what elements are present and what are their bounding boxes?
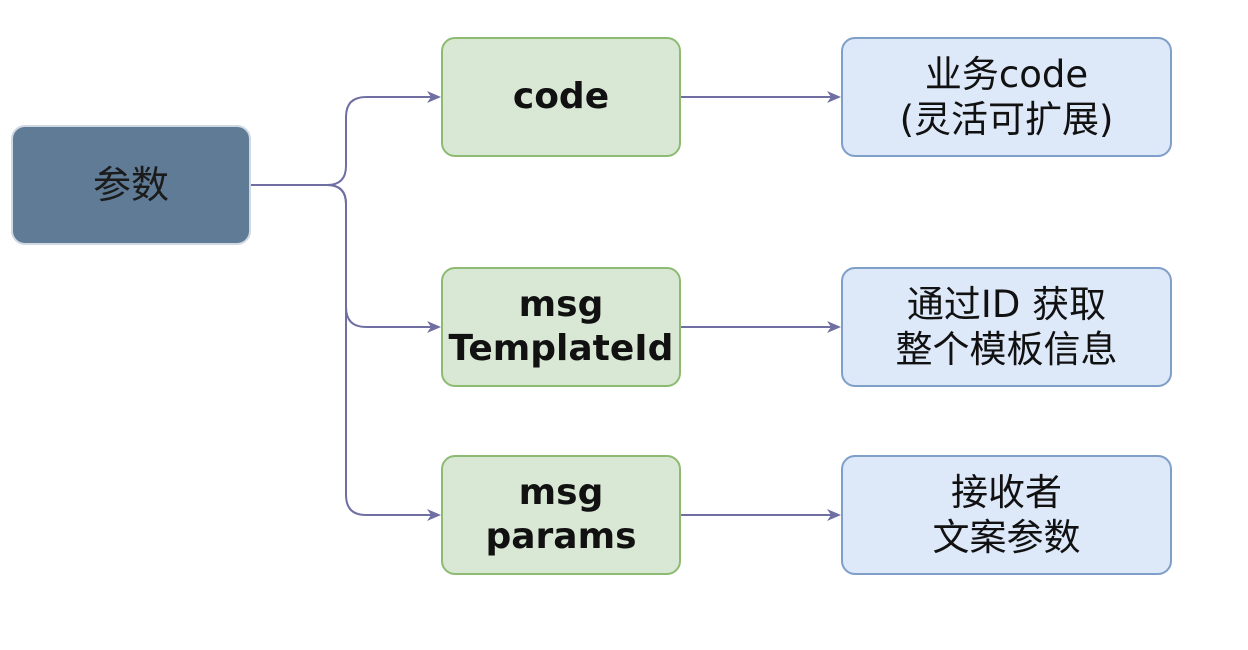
root-node-label: 参数 [92,162,169,207]
param-node-code: code [441,37,681,157]
connector-root-to-code [251,91,441,186]
desc-node-business-code-line-1: 业务code [924,52,1089,96]
root-node-params: 参数 [11,125,251,245]
desc-node-template-info: 通过ID 获取 整个模板信息 [841,267,1172,387]
desc-node-recipient-params-line-2: 文案参数 [932,516,1081,559]
desc-node-business-code: 业务code (灵活可扩展) [841,37,1172,157]
param-node-msg-params: msg params [441,455,681,575]
param-node-msg-templateid-line-1: msg [518,284,604,326]
desc-node-template-info-line-2: 整个模板信息 [895,328,1118,371]
desc-node-business-code-line-2: (灵活可扩展) [899,98,1114,141]
desc-node-recipient-params: 接收者 文案参数 [841,455,1172,575]
param-node-msg-params-line-1: msg [518,472,604,514]
desc-node-recipient-params-line-1: 接收者 [951,470,1062,514]
param-node-msg-params-line-2: params [485,516,637,557]
param-node-msg-templateid: msg TemplateId [441,267,681,387]
param-node-code-line-1: code [512,76,610,118]
desc-node-template-info-line-1: 通过ID 获取 [906,282,1107,326]
param-node-msg-templateid-line-2: TemplateId [448,328,674,369]
connector-root-to-msg-params [251,184,441,521]
